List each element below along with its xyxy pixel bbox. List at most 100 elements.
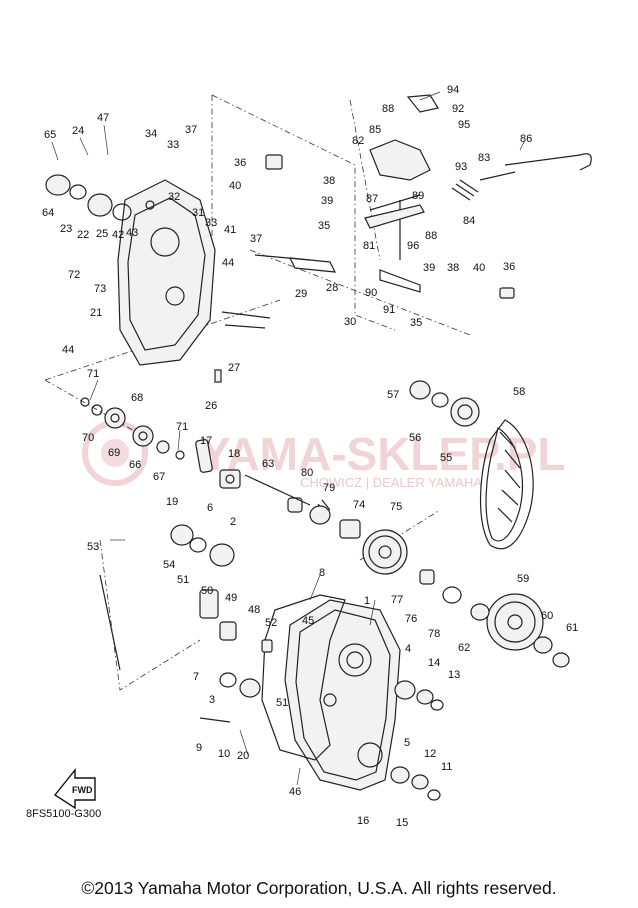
callout-label: 50	[201, 585, 213, 597]
callout-label: 9	[196, 742, 202, 754]
callout-label: 33	[205, 217, 217, 229]
shift-linkage	[221, 94, 515, 329]
callout-label: 14	[428, 657, 440, 669]
callout-label: 44	[222, 257, 234, 269]
callout-label: 66	[129, 459, 141, 471]
callout-label: 90	[365, 287, 377, 299]
callout-label: 26	[205, 400, 217, 412]
callout-label: 92	[452, 103, 464, 115]
callout-label: 8	[319, 567, 325, 579]
callout-label: 56	[409, 432, 421, 444]
callout-label: 88	[425, 230, 437, 242]
callout-label: 31	[192, 207, 204, 219]
callout-label: 53	[87, 541, 99, 553]
callout-label: 36	[503, 261, 515, 273]
callout-label: 89	[412, 190, 424, 202]
callout-label: 71	[87, 368, 99, 380]
springs-collars	[287, 179, 479, 539]
leader-lines	[51, 91, 526, 786]
callout-label: 24	[72, 125, 84, 137]
fwd-arrow-icon: FWD	[53, 768, 96, 810]
main-crankcase	[284, 599, 401, 791]
callout-label: 1	[364, 595, 370, 607]
callout-label: 29	[295, 288, 307, 300]
callout-label: 64	[42, 207, 54, 219]
callout-label: 40	[229, 180, 241, 192]
callout-label: 82	[352, 135, 364, 147]
callout-label: 4	[405, 643, 411, 655]
shafts-rods	[99, 153, 592, 723]
callout-label: 46	[289, 786, 301, 798]
callout-label: 23	[60, 223, 72, 235]
callout-label: 88	[382, 103, 394, 115]
callout-label: 10	[218, 748, 230, 760]
callout-label: 38	[323, 175, 335, 187]
idler-gears	[80, 397, 185, 460]
callout-label: 16	[357, 815, 369, 827]
callout-label: 2	[230, 516, 236, 528]
callout-label: 48	[248, 604, 260, 616]
callout-label: 32	[168, 191, 180, 203]
callout-label: 12	[424, 748, 436, 760]
callout-label: 62	[458, 642, 470, 654]
gasket	[261, 594, 346, 761]
callout-label: 72	[68, 269, 80, 281]
callout-label: 68	[131, 392, 143, 404]
callout-label: 43	[126, 227, 138, 239]
callout-label: 61	[566, 622, 578, 634]
callout-label: 93	[455, 161, 467, 173]
callout-label: 81	[363, 240, 375, 252]
callout-label: 63	[262, 458, 274, 470]
callout-label: 51	[276, 697, 288, 709]
callout-label: 35	[410, 317, 422, 329]
callout-label: 25	[96, 228, 108, 240]
callout-labels: 65 24 47 3 4 33 37 36 40 38 39 35 32 31 3…	[42, 84, 578, 829]
callout-label: 15	[396, 817, 408, 829]
callout-label: 95	[458, 119, 470, 131]
callout-label: 47	[97, 112, 109, 124]
callout-label: 39	[321, 195, 333, 207]
drive-sprocket	[450, 397, 480, 427]
callout-label: 44	[62, 344, 74, 356]
fwd-label: FWD	[72, 785, 93, 795]
callout-label: 84	[463, 215, 475, 227]
callout-label: 96	[407, 240, 419, 252]
callout-label: 86	[520, 133, 532, 145]
callout-label: 59	[517, 573, 529, 585]
callout-label: 30	[344, 316, 356, 328]
callout-label: 37	[250, 233, 262, 245]
callout-label: 3	[209, 694, 215, 706]
callout-label: 76	[405, 613, 417, 625]
callout-label: 71	[176, 421, 188, 433]
callout-label: 65	[44, 129, 56, 141]
callout-label: 6	[207, 502, 213, 514]
callout-label: 20	[237, 750, 249, 762]
callout-label: 94	[447, 84, 459, 96]
callout-label: 70	[82, 432, 94, 444]
callout-label: 58	[513, 386, 525, 398]
diagram-code: 8FS5100-G300	[26, 808, 102, 820]
callout-label: 21	[90, 307, 102, 319]
callout-label: 18	[228, 448, 240, 460]
callout-label: 40	[473, 262, 485, 274]
callout-label: 33	[167, 139, 179, 151]
callout-label: 7	[193, 671, 199, 683]
callout-label: 69	[108, 447, 120, 459]
bearings-seals	[45, 174, 570, 801]
callout-label: 74	[353, 499, 365, 511]
callout-label: 57	[387, 389, 399, 401]
callout-label: 51	[177, 574, 189, 586]
callout-label: 11	[441, 761, 452, 773]
left-crankcase-cover	[117, 179, 216, 366]
large-sprocket	[362, 529, 408, 575]
large-gear	[486, 593, 544, 651]
callout-label: 37	[185, 124, 197, 136]
watermark-subtitle: CHOWICZ | DEALER YAMAHA	[300, 475, 482, 490]
callout-label: 91	[383, 304, 395, 316]
callout-label: 41	[224, 224, 236, 236]
callout-label: 85	[369, 124, 381, 136]
callout-label: 83	[478, 152, 490, 164]
callout-label: 19	[166, 496, 178, 508]
callout-label: 60	[541, 610, 553, 622]
copyright-notice: ©2013 Yamaha Motor Corporation, U.S.A. A…	[81, 878, 557, 898]
